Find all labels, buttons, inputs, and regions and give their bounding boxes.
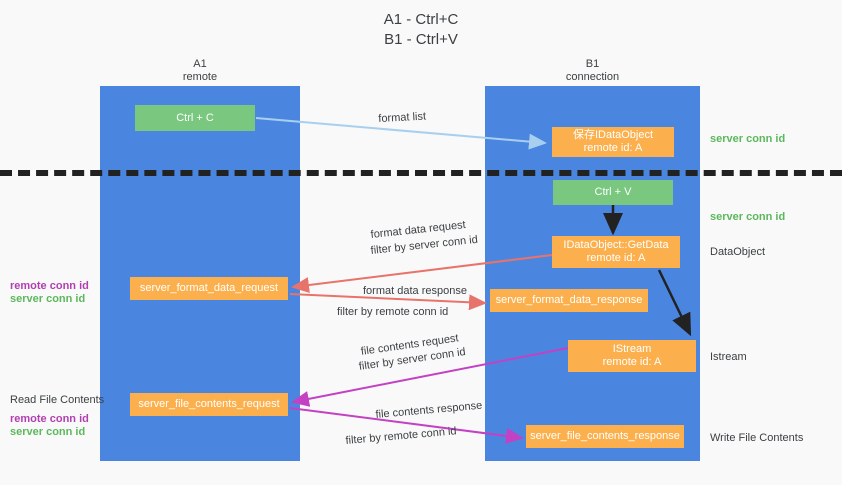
box-server-format-data-response-label: server_format_data_response — [495, 294, 643, 306]
right-label-server-conn-id-top: server conn id — [710, 133, 786, 145]
right-label-dataobject: DataObject — [710, 246, 766, 258]
box-istream[interactable]: IStream remote id: A — [568, 340, 696, 372]
lane-a1-sub: remote — [182, 71, 218, 83]
box-ctrl-v-label: Ctrl + V — [594, 186, 632, 198]
box-ctrl-v[interactable]: Ctrl + V — [553, 180, 673, 205]
left-label-remote-conn-id-lower: remote conn id — [10, 413, 89, 425]
filter-by-text: filter by — [345, 431, 382, 447]
title-line-2: B1 - Ctrl+V — [384, 31, 458, 48]
title-line-1: A1 - Ctrl+C — [383, 11, 459, 28]
lane-header-b1: B1 connection — [485, 58, 700, 84]
lane-b1-sub: connection — [565, 71, 620, 83]
box-save-idataobject[interactable]: 保存IDataObject remote id: A — [552, 127, 674, 157]
lane-b1-name: B1 — [585, 58, 600, 70]
label-format-data-response-filter: filter by remote conn id — [337, 305, 448, 319]
box-istream-line1: IStream — [612, 343, 652, 355]
dashed-divider — [0, 170, 842, 176]
box-getdata-line2: remote id: A — [586, 252, 646, 264]
box-save-idataobject-line1: 保存IDataObject — [572, 129, 654, 141]
label-file-contents-response-filter: filter by remote conn id — [345, 424, 457, 448]
lane-header-a1: A1 remote — [100, 58, 300, 84]
left-label-remote-conn-id-upper: remote conn id — [10, 280, 89, 292]
label-format-data-response: format data response — [363, 285, 467, 297]
right-label-server-conn-id-mid: server conn id — [710, 211, 786, 223]
label-format-list: format list — [378, 110, 427, 125]
filter-by-text: filter by — [370, 241, 407, 257]
right-label-istream: Istream — [710, 351, 747, 363]
box-server-format-data-response[interactable]: server_format_data_response — [490, 289, 648, 312]
box-server-format-data-request-label: server_format_data_request — [139, 282, 279, 294]
box-server-file-contents-response-label: server_file_contents_response — [530, 430, 680, 442]
remote-conn-id-text: remote conn id — [375, 306, 449, 318]
box-ctrl-c-label: Ctrl + C — [176, 111, 214, 124]
box-server-format-data-request[interactable]: server_format_data_request — [130, 277, 288, 300]
box-idataobject-getdata[interactable]: IDataObject::GetData remote id: A — [552, 236, 680, 268]
box-istream-line2: remote id: A — [602, 356, 662, 368]
box-server-file-contents-response[interactable]: server_file_contents_response — [526, 425, 684, 448]
left-label-server-conn-id-upper: server conn id — [10, 293, 86, 305]
lane-a1-name: A1 — [193, 58, 207, 70]
filter-by-text: filter by — [358, 356, 395, 373]
left-label-read-file-contents: Read File Contents — [10, 394, 105, 406]
page-title: A1 - Ctrl+C B1 - Ctrl+V — [0, 10, 842, 50]
box-server-file-contents-request[interactable]: server_file_contents_request — [130, 393, 288, 416]
left-label-server-conn-id-lower: server conn id — [10, 426, 86, 438]
right-label-write-file-contents: Write File Contents — [710, 432, 804, 444]
box-server-file-contents-request-label: server_file_contents_request — [138, 398, 280, 410]
filter-by-text: filter by — [337, 306, 373, 318]
remote-conn-id-text: remote conn id — [383, 425, 458, 444]
box-getdata-line1: IDataObject::GetData — [563, 239, 669, 251]
box-save-idataobject-line2: remote id: A — [583, 142, 643, 154]
box-ctrl-c[interactable]: Ctrl + C — [135, 105, 255, 131]
label-file-contents-response: file contents response — [375, 399, 483, 421]
